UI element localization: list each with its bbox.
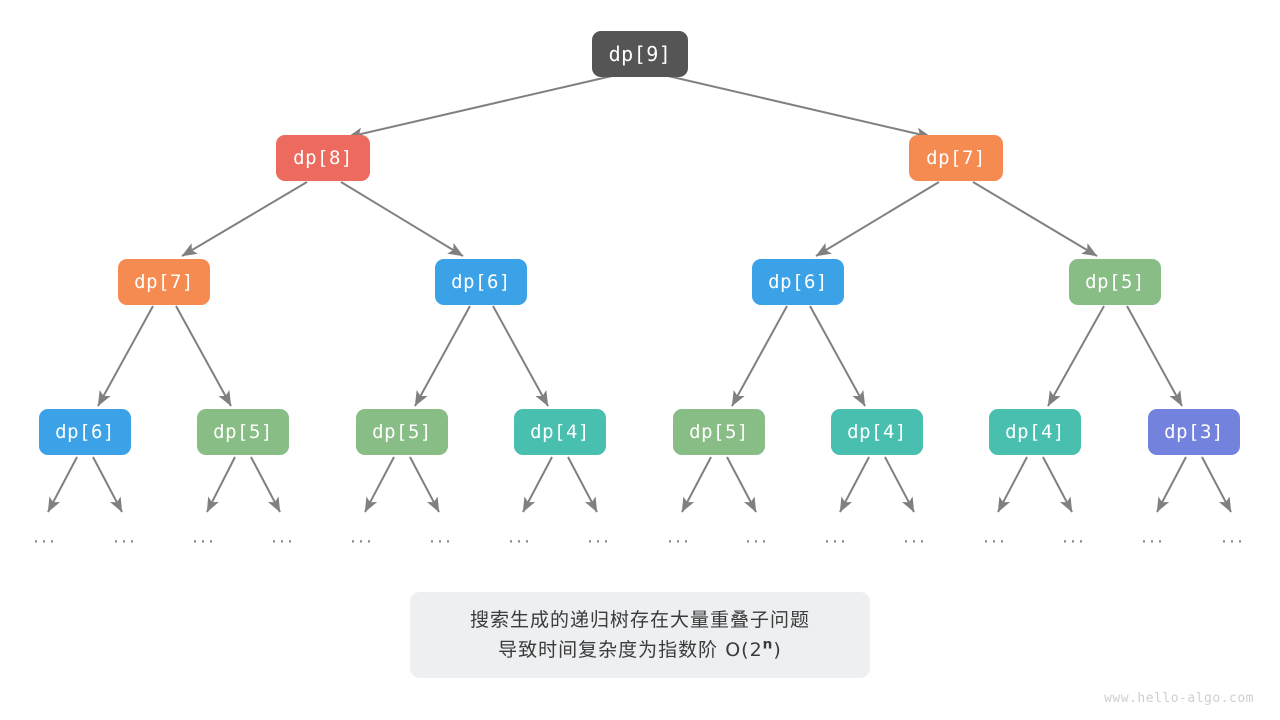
- caption-line-1: 搜索生成的递归树存在大量重叠子问题: [469, 609, 810, 631]
- ellipsis-marker: ...: [428, 525, 454, 548]
- tree-node-label: dp[5]: [213, 421, 273, 443]
- ellipsis-marker: ...: [823, 525, 849, 548]
- tree-node-dp4-a[interactable]: dp[4]: [514, 409, 606, 455]
- tree-node-dp8[interactable]: dp[8]: [276, 135, 370, 181]
- ellipsis-marker: ...: [1061, 525, 1087, 548]
- tree-node-label: dp[3]: [1164, 421, 1224, 443]
- ellipsis-marker: ...: [666, 525, 692, 548]
- edges-level-1-to-2: [181, 181, 1098, 257]
- ellipsis-marker: ...: [586, 525, 612, 548]
- tree-node-label: dp[8]: [293, 147, 353, 169]
- caption-complexity-prefix: 导致时间复杂度为指数阶 O(2: [498, 639, 763, 661]
- tree-node-dp3[interactable]: dp[3]: [1148, 409, 1240, 455]
- ellipsis-marker: ...: [349, 525, 375, 548]
- edges-level-0-to-1: [347, 75, 932, 140]
- tree-node-label: dp[4]: [530, 421, 590, 443]
- tree-node-dp9[interactable]: dp[9]: [592, 31, 688, 77]
- tree-node-label: dp[6]: [768, 271, 828, 293]
- tree-node-dp5-d[interactable]: dp[5]: [673, 409, 765, 455]
- ellipsis-marker: ...: [1140, 525, 1166, 548]
- tree-node-dp4-b[interactable]: dp[4]: [831, 409, 923, 455]
- tree-node-label: dp[5]: [372, 421, 432, 443]
- tree-node-dp6-a[interactable]: dp[6]: [435, 259, 527, 305]
- tree-node-label: dp[5]: [689, 421, 749, 443]
- ellipsis-marker: ...: [507, 525, 533, 548]
- tree-node-dp6-b[interactable]: dp[6]: [752, 259, 844, 305]
- caption-complexity-suffix: ): [773, 639, 782, 661]
- watermark: www.hello-algo.com: [1104, 691, 1254, 706]
- tree-node-dp7-a[interactable]: dp[7]: [909, 135, 1003, 181]
- caption-line-2: 导致时间复杂度为指数阶 O(2n): [498, 635, 782, 665]
- ellipsis-marker: ...: [270, 525, 296, 548]
- tree-node-label: dp[7]: [926, 147, 986, 169]
- tree-node-label: dp[5]: [1085, 271, 1145, 293]
- edges-level-3-to-ellipsis: [47, 456, 1232, 513]
- ellipsis-marker: ...: [1220, 525, 1246, 548]
- tree-node-dp4-c[interactable]: dp[4]: [989, 409, 1081, 455]
- ellipsis-marker: ...: [982, 525, 1008, 548]
- tree-node-label: dp[4]: [847, 421, 907, 443]
- tree-node-dp5-b[interactable]: dp[5]: [197, 409, 289, 455]
- tree-node-label: dp[9]: [608, 42, 672, 66]
- ellipsis-marker: ...: [902, 525, 928, 548]
- tree-node-label: dp[6]: [55, 421, 115, 443]
- ellipsis-marker: ...: [744, 525, 770, 548]
- tree-node-dp6-c[interactable]: dp[6]: [39, 409, 131, 455]
- tree-node-dp7-b[interactable]: dp[7]: [118, 259, 210, 305]
- tree-node-label: dp[4]: [1005, 421, 1065, 443]
- caption-box: 搜索生成的递归树存在大量重叠子问题 导致时间复杂度为指数阶 O(2n): [410, 592, 870, 678]
- caption-complexity-exponent: n: [762, 636, 774, 653]
- tree-node-dp5-c[interactable]: dp[5]: [356, 409, 448, 455]
- tree-node-dp5-a[interactable]: dp[5]: [1069, 259, 1161, 305]
- tree-node-label: dp[7]: [134, 271, 194, 293]
- ellipsis-marker: ...: [112, 525, 138, 548]
- ellipsis-marker: ...: [191, 525, 217, 548]
- ellipsis-marker: ...: [32, 525, 58, 548]
- tree-node-label: dp[6]: [451, 271, 511, 293]
- edges-level-2-to-3: [97, 305, 1183, 407]
